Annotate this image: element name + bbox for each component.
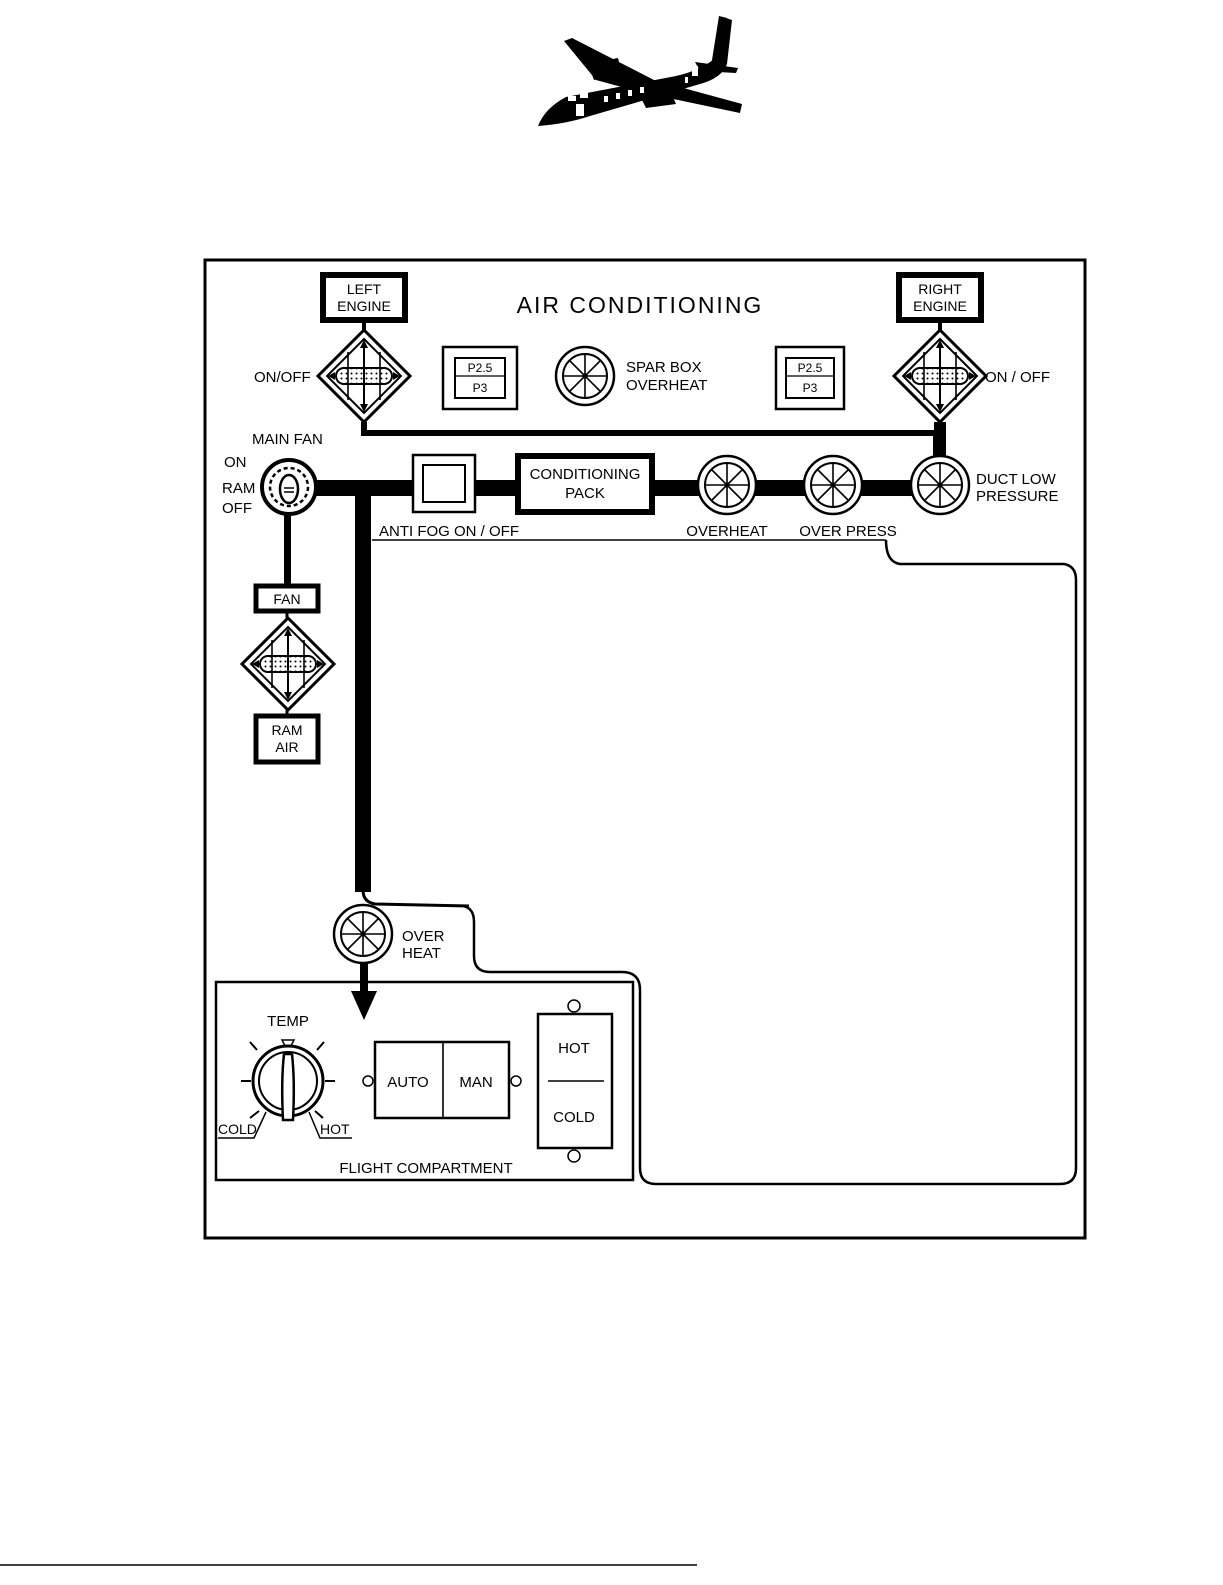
svg-text:AIR: AIR — [275, 739, 298, 755]
duct-low-pressure-light — [911, 456, 969, 514]
left-p25-p3-indicator: P2.5 P3 — [443, 347, 517, 409]
main-fan-toggle-switch[interactable] — [262, 460, 316, 514]
flight-compartment-overheat-light — [334, 905, 392, 963]
temp-cold-label: COLD — [218, 1121, 257, 1137]
svg-text:PACK: PACK — [565, 485, 605, 502]
spar-box-label: SPAR BOX — [626, 359, 702, 376]
svg-text:P3: P3 — [803, 381, 818, 395]
conditioning-pack: CONDITIONING PACK — [518, 456, 652, 512]
man-label: MAN — [459, 1074, 492, 1091]
svg-text:FAN: FAN — [273, 591, 300, 607]
left-engine-label: LEFT ENGINE — [323, 275, 405, 320]
fan-label: FAN — [256, 586, 318, 611]
anti-fog-label: ANTI FOG ON / OFF — [379, 523, 519, 540]
flight-compartment-label: FLIGHT COMPARTMENT — [339, 1160, 512, 1177]
svg-text:ENGINE: ENGINE — [913, 298, 967, 314]
svg-text:P2.5: P2.5 — [468, 361, 493, 375]
anti-fog-switch[interactable] — [413, 455, 475, 512]
panel-title: AIR CONDITIONING — [517, 292, 764, 318]
auto-man-switch[interactable]: AUTO MAN — [363, 1042, 521, 1118]
svg-text:CONDITIONING: CONDITIONING — [530, 466, 641, 483]
overheat-light — [698, 456, 756, 514]
right-engine-valve[interactable] — [894, 330, 986, 422]
cold-label: COLD — [553, 1109, 595, 1126]
right-valve-label: ON / OFF — [985, 369, 1050, 386]
spar-box-overheat-label: OVERHEAT — [626, 377, 707, 394]
svg-text:RIGHT: RIGHT — [918, 281, 962, 297]
duct-low-label: DUCT LOW — [976, 471, 1057, 488]
right-engine-label: RIGHT ENGINE — [899, 275, 981, 320]
hot-cold-switch[interactable]: HOT COLD — [538, 1000, 612, 1162]
main-fan-ram-label: RAM — [222, 480, 255, 497]
over-heat-label: OVER — [402, 928, 445, 945]
svg-text:RAM: RAM — [271, 722, 302, 738]
svg-text:P3: P3 — [473, 381, 488, 395]
ram-air-label: RAM AIR — [256, 716, 318, 762]
temp-hot-label: HOT — [320, 1121, 350, 1137]
hot-label: HOT — [558, 1040, 590, 1057]
main-fan-off-label: OFF — [222, 500, 252, 517]
right-p25-p3-indicator: P2.5 P3 — [776, 347, 844, 409]
flight-compartment-duct — [355, 480, 371, 892]
svg-text:ENGINE: ENGINE — [337, 298, 391, 314]
main-fan-label: MAIN FAN — [252, 431, 323, 448]
svg-text:LEFT: LEFT — [347, 281, 382, 297]
duct-pressure-label: PRESSURE — [976, 488, 1059, 505]
temp-selector-knob[interactable] — [241, 1040, 335, 1120]
airflow-arrow-icon — [351, 991, 377, 1020]
spar-box-overheat-light — [556, 347, 614, 405]
overheat-label: OVERHEAT — [686, 523, 767, 540]
main-fan-on-label: ON — [224, 454, 247, 471]
aircraft-logo-icon — [538, 16, 742, 126]
ram-air-valve[interactable] — [242, 618, 334, 710]
left-valve-label: ON/OFF — [254, 369, 311, 386]
temp-label: TEMP — [267, 1013, 309, 1030]
svg-text:P2.5: P2.5 — [798, 361, 823, 375]
over-press-label: OVER PRESS — [799, 523, 897, 540]
heat-label: HEAT — [402, 945, 441, 962]
over-press-light — [804, 456, 862, 514]
left-engine-valve[interactable] — [318, 330, 410, 422]
auto-label: AUTO — [387, 1074, 428, 1091]
